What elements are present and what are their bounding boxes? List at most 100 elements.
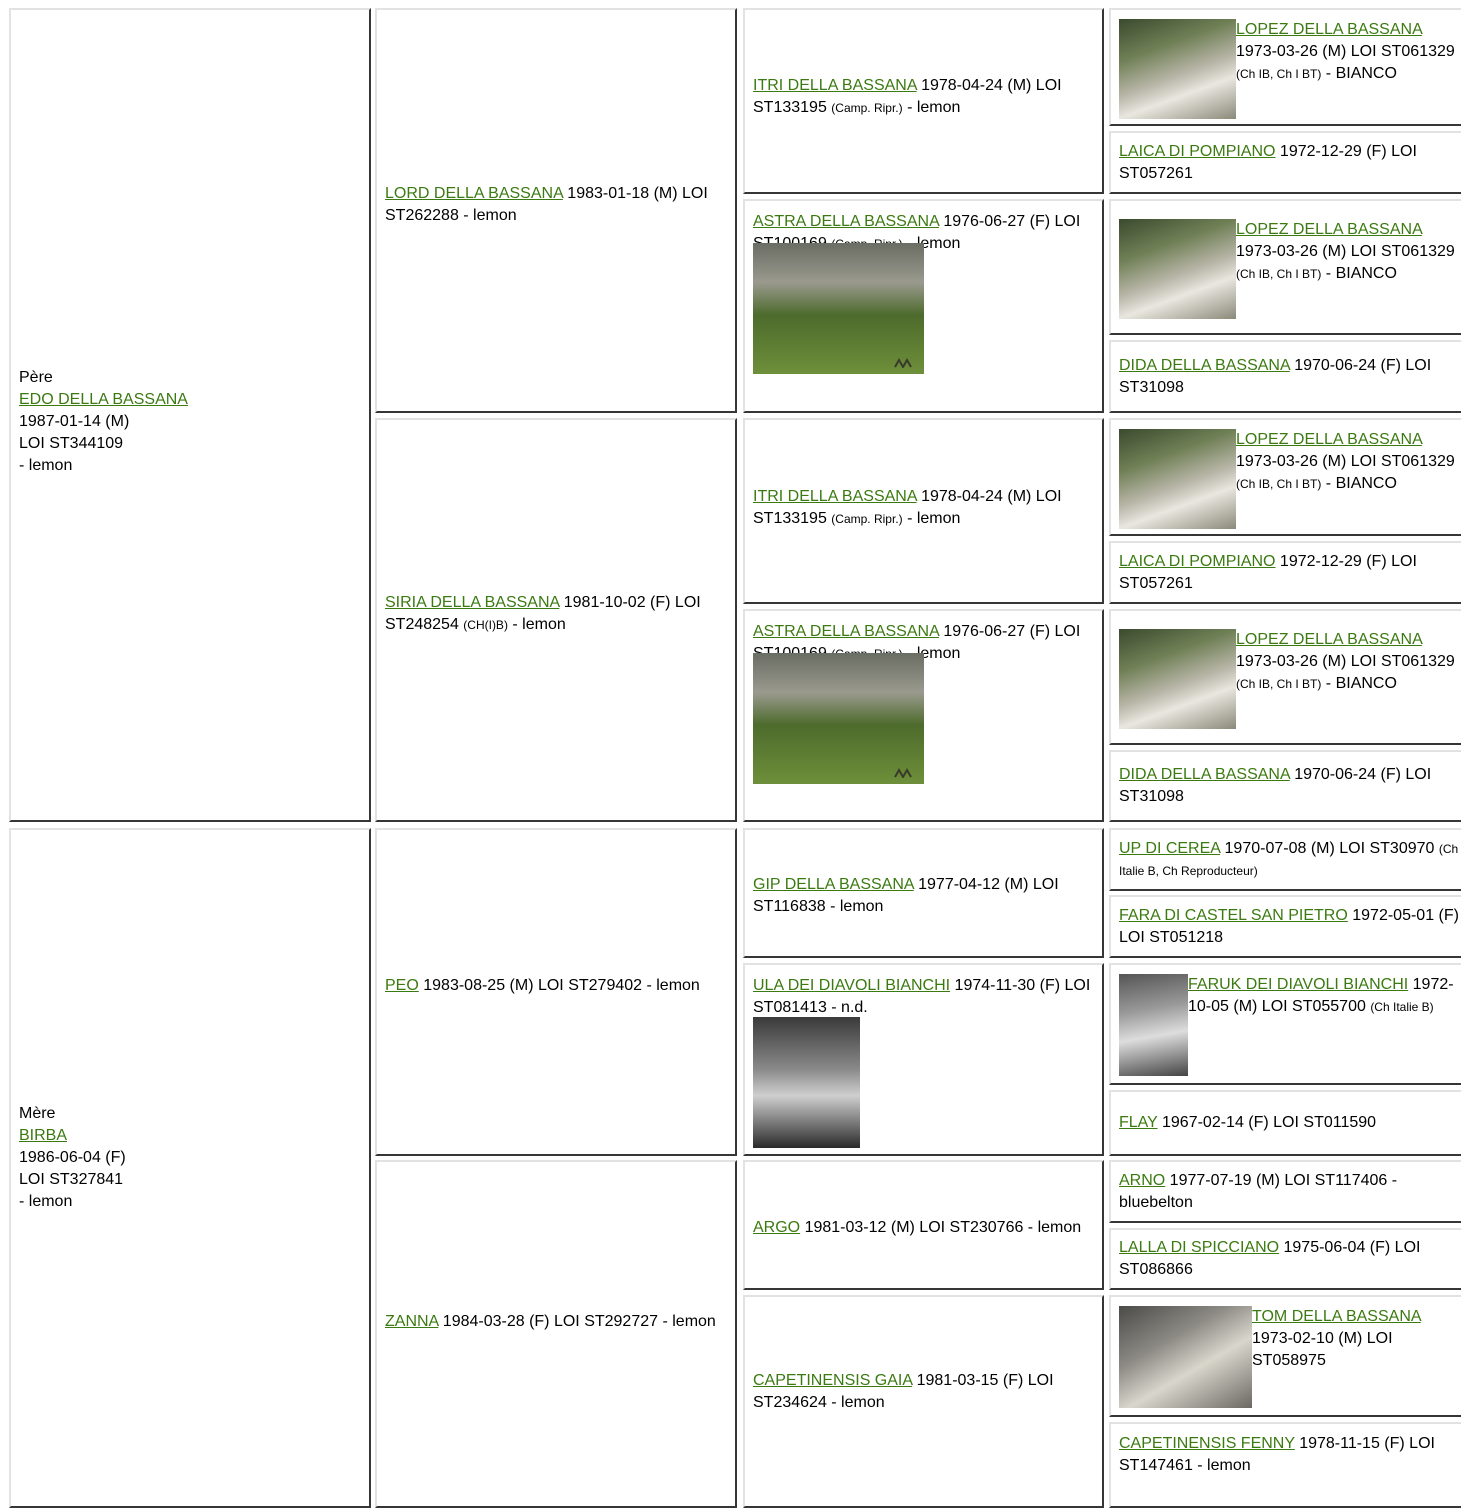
gen3-cell: ARGO 1981-03-12 (M) LOI ST230766 - lemon xyxy=(743,1160,1104,1290)
gen4-color: - BIANCO xyxy=(1321,675,1397,692)
gen2-name-link[interactable]: PEO xyxy=(385,977,419,994)
gen3-cell: ASTRA DELLA BASSANA 1976-06-27 (F) LOI S… xyxy=(743,199,1104,413)
gen3-cell: ITRI DELLA BASSANA 1978-04-24 (M) LOI ST… xyxy=(743,8,1104,194)
gen4-cell: UP DI CEREA 1970-07-08 (M) LOI ST30970 (… xyxy=(1109,828,1461,891)
pere-name-link[interactable]: EDO DELLA BASSANA xyxy=(19,391,188,408)
setter-bw-photo[interactable] xyxy=(1119,974,1188,1076)
mere-loi: LOI ST327841 xyxy=(19,1171,124,1188)
gen4-info: 1970-07-08 (M) LOI ST30970 xyxy=(1220,839,1439,857)
gen4-name-link[interactable]: TOM DELLA BASSANA xyxy=(1252,1308,1421,1325)
gen4-name-link[interactable]: LAICA DI POMPIANO xyxy=(1119,552,1276,570)
gen3-cell: GIP DELLA BASSANA 1977-04-12 (M) LOI ST1… xyxy=(743,828,1104,958)
gen2-cell: LORD DELLA BASSANA 1983-01-18 (M) LOI ST… xyxy=(375,8,737,413)
gen4-cell: LOPEZ DELLA BASSANA 1973-03-26 (M) LOI S… xyxy=(1109,418,1461,536)
gen4-name-link[interactable]: LALLA DI SPICCIANO xyxy=(1119,1239,1280,1256)
setter-photo[interactable] xyxy=(1119,219,1236,319)
mere-cell: Mère BIRBA 1986-06-04 (F) LOI ST327841 -… xyxy=(9,828,371,1508)
gen2-name-link[interactable]: ZANNA xyxy=(385,1313,439,1330)
gen4-cell: TOM DELLA BASSANA 1973-02-10 (M) LOI ST0… xyxy=(1109,1295,1461,1417)
gen3-cell: ASTRA DELLA BASSANA 1976-06-27 (F) LOI S… xyxy=(743,609,1104,822)
gen3-info: 1978-04-24 (M) LOI ST133195 xyxy=(753,77,1062,116)
setter-photo[interactable] xyxy=(1119,629,1236,729)
gen4-cell: LOPEZ DELLA BASSANA 1973-03-26 (M) LOI S… xyxy=(1109,199,1461,335)
gen4-name-link[interactable]: LOPEZ DELLA BASSANA xyxy=(1236,431,1422,448)
gen3-color: - lemon xyxy=(902,510,961,527)
gen2-info: 1983-08-25 (M) LOI ST279402 - lemon xyxy=(418,977,700,994)
dog-show-photo[interactable] xyxy=(753,243,924,374)
gen3-info: 1977-04-12 (M) LOI ST116838 - lemon xyxy=(753,876,1059,915)
gen3-name-link[interactable]: GIP DELLA BASSANA xyxy=(753,876,914,893)
gen3-name-link[interactable]: ARGO xyxy=(753,1219,801,1236)
gen3-name-link[interactable]: CAPETINENSIS GAIA xyxy=(753,1371,913,1389)
gen3-name-link[interactable]: ASTRA DELLA BASSANA xyxy=(753,213,939,230)
gen4-cell: FLAY 1967-02-14 (F) LOI ST011590 xyxy=(1109,1090,1461,1156)
mere-name-link[interactable]: BIRBA xyxy=(19,1127,68,1144)
gen4-info: 1972-10-05 (M) LOI ST055700 xyxy=(1188,976,1454,1015)
pere-birth: 1987-01-14 (M) xyxy=(19,413,130,430)
gen4-name-link[interactable]: CAPETINENSIS FENNY xyxy=(1119,1435,1295,1452)
gen2-name-link[interactable]: SIRIA DELLA BASSANA xyxy=(385,594,560,611)
gen2-cell: ZANNA 1984-03-28 (F) LOI ST292727 - lemo… xyxy=(375,1160,737,1508)
gen4-cell: LAICA DI POMPIANO 1972-12-29 (F) LOI ST0… xyxy=(1109,541,1461,604)
gen4-cell: FARA DI CASTEL SAN PIETRO 1972-05-01 (F)… xyxy=(1109,895,1461,958)
gen4-name-link[interactable]: FARUK DEI DIAVOLI BIANCHI xyxy=(1188,976,1409,993)
gen4-cell: CAPETINENSIS FENNY 1978-11-15 (F) LOI ST… xyxy=(1109,1422,1461,1508)
gen4-info: 1973-02-10 (M) LOI ST058975 xyxy=(1252,1330,1393,1369)
gen2-color: - lemon xyxy=(507,616,566,633)
setter-photo[interactable] xyxy=(1119,19,1236,119)
gen4-info: 1970-06-24 (F) LOI ST31098 xyxy=(1119,356,1432,396)
gen2-title: (CH(I)B) xyxy=(463,618,508,632)
gen4-title: (Ch IB, Ch I BT) xyxy=(1236,677,1322,691)
gen4-name-link[interactable]: ARNO xyxy=(1119,1171,1166,1189)
setter-photo[interactable] xyxy=(1119,429,1236,529)
gen4-info: 1975-06-04 (F) LOI ST086866 xyxy=(1119,1239,1421,1278)
gen4-color: - BIANCO xyxy=(1321,475,1397,492)
gen4-cell: LOPEZ DELLA BASSANA 1973-03-26 (M) LOI S… xyxy=(1109,609,1461,745)
gen4-info: 1972-12-29 (F) LOI ST057261 xyxy=(1119,552,1417,592)
gen3-name-link[interactable]: ASTRA DELLA BASSANA xyxy=(753,623,939,640)
gen4-name-link[interactable]: DIDA DELLA BASSANA xyxy=(1119,766,1290,783)
gen4-cell: DIDA DELLA BASSANA 1970-06-24 (F) LOI ST… xyxy=(1109,340,1461,413)
owners-with-dogs-photo[interactable] xyxy=(753,1017,860,1148)
gen2-info: 1981-10-02 (F) LOI ST248254 xyxy=(385,594,701,633)
gen4-cell: FARUK DEI DIAVOLI BIANCHI 1972-10-05 (M)… xyxy=(1109,963,1461,1085)
gen4-info: 1973-03-26 (M) LOI ST061329 xyxy=(1236,43,1455,60)
gen2-name-link[interactable]: LORD DELLA BASSANA xyxy=(385,185,563,202)
gen4-name-link[interactable]: FARA DI CASTEL SAN PIETRO xyxy=(1119,906,1348,924)
gen4-info: 1978-11-15 (F) LOI ST147461 - lemon xyxy=(1119,1435,1435,1474)
gen4-name-link[interactable]: LOPEZ DELLA BASSANA xyxy=(1236,221,1422,238)
gen4-info: 1977-07-19 (M) LOI ST117406 - bluebelton xyxy=(1119,1171,1398,1211)
gen3-title: (Camp. Ripr.) xyxy=(831,512,903,526)
dog-show-photo[interactable] xyxy=(753,653,924,784)
gen4-cell: LOPEZ DELLA BASSANA 1973-03-26 (M) LOI S… xyxy=(1109,8,1461,126)
gen4-name-link[interactable]: DIDA DELLA BASSANA xyxy=(1119,356,1290,374)
pere-label: Père xyxy=(19,369,53,386)
man-with-dog-photo[interactable] xyxy=(1119,1306,1252,1408)
gen3-title: (Camp. Ripr.) xyxy=(831,101,903,115)
gen4-name-link[interactable]: LAICA DI POMPIANO xyxy=(1119,142,1276,160)
gen4-name-link[interactable]: LOPEZ DELLA BASSANA xyxy=(1236,631,1422,648)
gen4-cell: ARNO 1977-07-19 (M) LOI ST117406 - blueb… xyxy=(1109,1160,1461,1223)
gen4-info: 1967-02-14 (F) LOI ST011590 xyxy=(1157,1114,1377,1131)
gen3-color: - lemon xyxy=(902,99,961,116)
gen4-color: - BIANCO xyxy=(1321,65,1397,82)
gen3-info: 1981-03-15 (F) LOI ST234624 - lemon xyxy=(753,1371,1054,1411)
mere-color: - lemon xyxy=(19,1193,73,1210)
gen4-title: (Ch IB, Ch I BT) xyxy=(1236,267,1322,281)
gen4-info: 1973-03-26 (M) LOI ST061329 xyxy=(1236,453,1455,470)
gen4-title: (Ch Italie B, Ch Reproducteur) xyxy=(1119,841,1459,878)
mere-birth: 1986-06-04 (F) xyxy=(19,1149,126,1166)
gen4-title: (Ch Italie B) xyxy=(1370,1000,1434,1014)
gen4-name-link[interactable]: LOPEZ DELLA BASSANA xyxy=(1236,21,1422,38)
gen3-name-link[interactable]: ULA DEI DIAVOLI BIANCHI xyxy=(753,977,951,994)
gen4-color: - BIANCO xyxy=(1321,265,1397,282)
gen4-name-link[interactable]: UP DI CEREA xyxy=(1119,839,1221,857)
pere-cell: Père EDO DELLA BASSANA 1987-01-14 (M) LO… xyxy=(9,8,371,822)
gen4-cell: LALLA DI SPICCIANO 1975-06-04 (F) LOI ST… xyxy=(1109,1228,1461,1290)
gen3-cell: ITRI DELLA BASSANA 1978-04-24 (M) LOI ST… xyxy=(743,418,1104,604)
gen4-name-link[interactable]: FLAY xyxy=(1119,1114,1158,1131)
gen4-info: 1972-12-29 (F) LOI ST057261 xyxy=(1119,142,1417,182)
gen3-name-link[interactable]: ITRI DELLA BASSANA xyxy=(753,77,917,94)
gen3-name-link[interactable]: ITRI DELLA BASSANA xyxy=(753,488,917,505)
gen3-cell: CAPETINENSIS GAIA 1981-03-15 (F) LOI ST2… xyxy=(743,1295,1104,1508)
